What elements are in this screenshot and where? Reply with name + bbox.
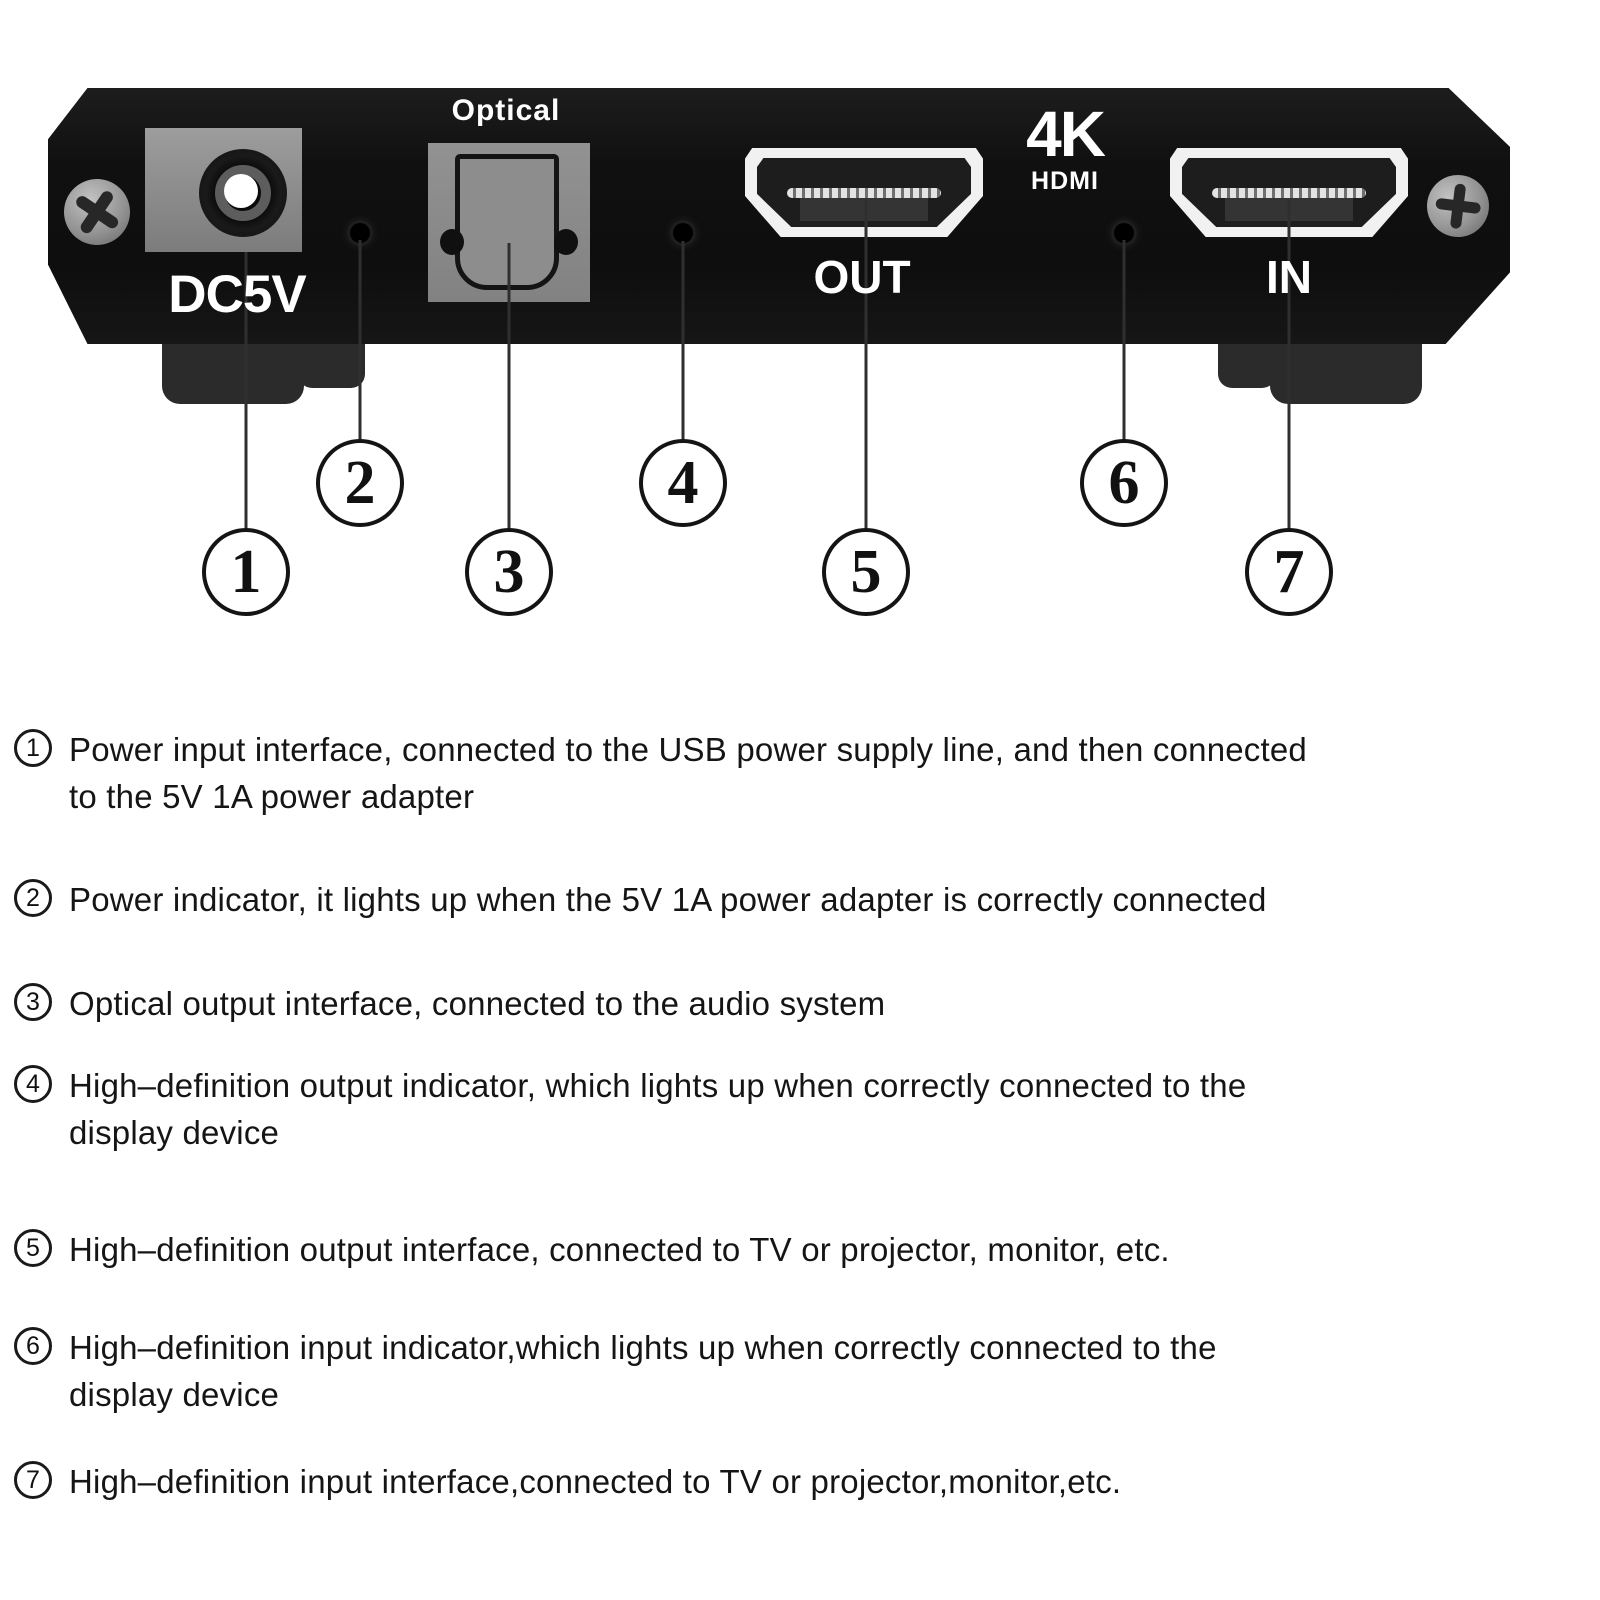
- legend-item-7: 7 High–definition input interface,connec…: [14, 1458, 1121, 1505]
- legend-text-1: Power input interface, connected to the …: [69, 731, 1307, 815]
- dc-power-label: DC5V: [168, 265, 306, 324]
- legend-item-6: 6 High–definition input indicator,which …: [14, 1324, 1217, 1418]
- hdmi-input-indicator-led: [1114, 223, 1134, 243]
- callout-circle-7: 7: [1245, 528, 1333, 616]
- callout-circle-2: 2: [316, 439, 404, 527]
- hdmi-pin-strip: [786, 188, 942, 199]
- optical-notch-left: [440, 229, 464, 255]
- legend-item-3: 3 Optical output interface, connected to…: [14, 980, 885, 1027]
- legend-item-2: 2 Power indicator, it lights up when the…: [14, 876, 1267, 923]
- legend-marker-3: 3: [14, 983, 52, 1021]
- callout-number: 7: [1273, 537, 1305, 606]
- legend-item-4: 4 High–definition output indicator, whic…: [14, 1062, 1246, 1156]
- callout-lines: [244, 200, 1291, 530]
- optical-notch-right: [554, 229, 578, 255]
- callout-circle-4: 4: [639, 439, 727, 527]
- legend-text-7: High–definition input interface,connecte…: [69, 1463, 1122, 1500]
- hdmi-in-label: IN: [1266, 251, 1312, 303]
- legend-marker-5: 5: [14, 1229, 52, 1267]
- legend-text-2: Power indicator, it lights up when the 5…: [69, 881, 1267, 918]
- legend-marker-6: 6: [14, 1327, 52, 1365]
- power-indicator-led: [350, 223, 370, 243]
- legend-marker-4: 4: [14, 1065, 52, 1103]
- dc-jack-pin: [224, 174, 258, 208]
- callout-number: 3: [493, 537, 525, 606]
- hdmi-cavity: [757, 158, 971, 227]
- callout-number: 6: [1108, 448, 1140, 517]
- hdmi-pin-strip: [1211, 188, 1367, 199]
- callout-circle-5: 5: [822, 528, 910, 616]
- legend-text-5: High–definition output interface, connec…: [69, 1231, 1170, 1268]
- callout-number: 5: [850, 537, 882, 606]
- callout-circle-1: 1: [202, 528, 290, 616]
- 4k-logo-text: 4K: [1026, 98, 1106, 170]
- optical-port-opening: [455, 154, 559, 290]
- callout-number: 2: [344, 448, 376, 517]
- legend-marker-2: 2: [14, 879, 52, 917]
- legend-marker-1: 1: [14, 729, 52, 767]
- hdmi-output-port: [745, 148, 983, 237]
- legend-marker-7: 7: [14, 1461, 52, 1499]
- callout-number: 4: [667, 448, 699, 517]
- device-rear-panel: [48, 88, 1510, 344]
- hdmi-out-label: OUT: [813, 251, 911, 303]
- legend-item-5: 5 High–definition output interface, conn…: [14, 1226, 1170, 1273]
- hdmi-output-indicator-led: [673, 223, 693, 243]
- hdmi-connector-tongue: [799, 198, 929, 221]
- optical-label: Optical: [451, 94, 561, 127]
- legend-text-3: Optical output interface, connected to t…: [69, 985, 886, 1022]
- legend-item-1: 1 Power input interface, connected to th…: [14, 726, 1307, 820]
- callout-circle-6: 6: [1080, 439, 1168, 527]
- callout-number: 1: [230, 537, 262, 606]
- callout-circle-3: 3: [465, 528, 553, 616]
- 4k-hdmi-logo: 4K HDMI: [1005, 102, 1125, 194]
- hdmi-logo-text: HDMI: [1031, 167, 1099, 195]
- legend-text-4: High–definition output indicator, which …: [69, 1067, 1247, 1151]
- legend-text-6: High–definition input indicator,which li…: [69, 1329, 1217, 1413]
